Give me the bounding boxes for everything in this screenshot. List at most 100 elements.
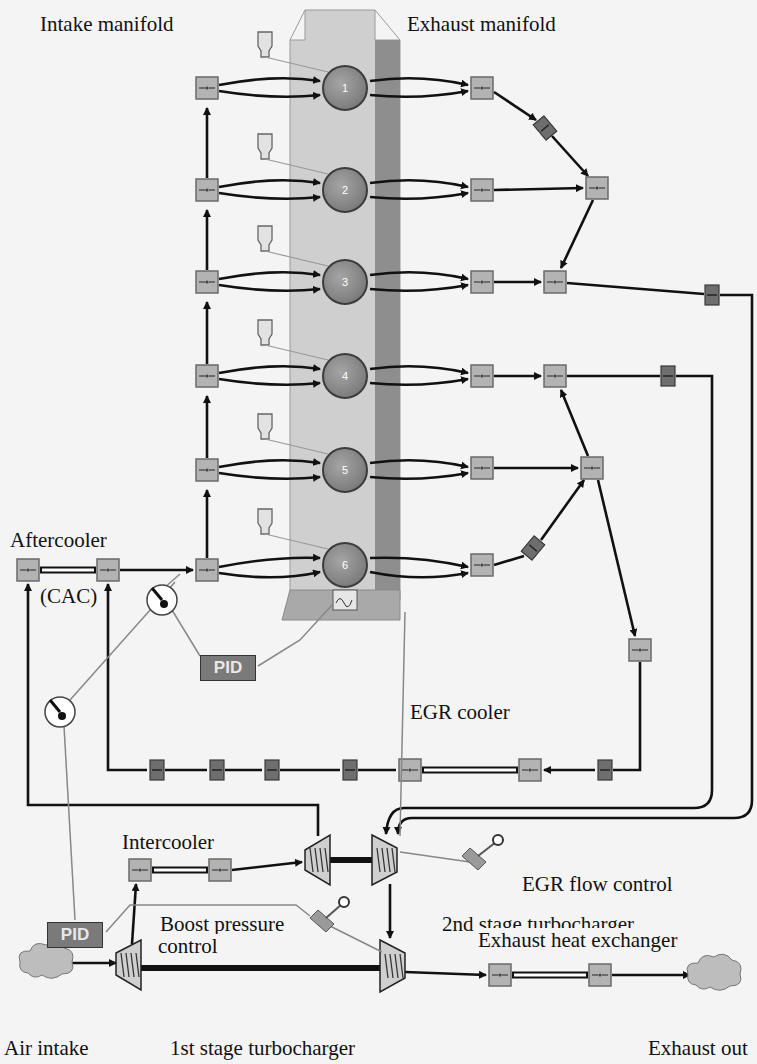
label-text: EGR cooler xyxy=(408,700,512,724)
drawing-part xyxy=(687,954,741,990)
drawing-part xyxy=(598,480,635,636)
drawing-part xyxy=(160,600,168,608)
label-text: Exhaust manifold xyxy=(405,12,558,36)
blade-stroke xyxy=(136,953,139,977)
part-label: EGR cooler xyxy=(408,700,512,724)
blade-stroke xyxy=(131,953,134,977)
pipe-junction xyxy=(521,536,545,560)
pipe-junction xyxy=(661,366,675,386)
exhaust-runner xyxy=(370,558,468,567)
pipe-junction xyxy=(519,759,541,781)
pipe-junction xyxy=(196,559,218,581)
intake-runner xyxy=(219,91,320,97)
drawing-part xyxy=(613,662,640,770)
drawing-part xyxy=(330,926,382,952)
drawing-part xyxy=(494,92,536,120)
drawing-part xyxy=(147,585,177,615)
intake-runner xyxy=(219,272,320,279)
drawing-part xyxy=(326,842,496,918)
leader-line xyxy=(265,345,328,360)
drawing-part xyxy=(494,467,578,470)
drawing-part xyxy=(612,974,690,977)
pipe-junction xyxy=(581,457,603,479)
node-text: 6 xyxy=(342,559,348,571)
pipe-junction xyxy=(544,365,566,387)
drawing-part xyxy=(494,375,541,378)
blade-stroke xyxy=(310,848,313,872)
drawing-part xyxy=(375,40,400,600)
drawing-part xyxy=(58,712,66,720)
drawing-part xyxy=(493,835,503,845)
injector-symbol xyxy=(258,509,272,534)
pipe-junction xyxy=(471,554,493,576)
blade-stroke xyxy=(315,848,318,872)
pipe-junction xyxy=(471,271,493,293)
part-label: Air intake xyxy=(2,1036,91,1060)
part-label: (CAC) xyxy=(38,584,99,608)
drawing-part xyxy=(172,610,200,656)
drawing-part xyxy=(358,769,396,772)
node-text: PID xyxy=(214,658,242,678)
part-label: Exhaust manifold xyxy=(405,12,558,36)
pipe-junction xyxy=(471,457,493,479)
blade-stroke xyxy=(395,954,398,978)
drawing-part xyxy=(290,10,400,40)
label-text: (CAC) xyxy=(38,584,99,608)
exhaust-runner xyxy=(370,379,468,385)
drawing-part xyxy=(372,835,397,885)
pipe-junction xyxy=(196,365,218,387)
label-text: Exhaust out xyxy=(646,1036,750,1060)
cylinder: 3 xyxy=(322,259,368,305)
intake-runner xyxy=(219,180,320,187)
intake-runner xyxy=(219,558,320,567)
exhaust-runner xyxy=(370,272,468,279)
cylinder: 4 xyxy=(322,353,368,399)
node-text: PID xyxy=(61,925,89,945)
drawing-part xyxy=(165,769,207,772)
drawing-part xyxy=(514,974,586,977)
drawing-part xyxy=(50,700,60,712)
drawing-part xyxy=(400,852,470,862)
blade-stroke xyxy=(400,954,403,978)
pipe-junction xyxy=(589,964,611,986)
drawing-part xyxy=(336,599,352,607)
drawing-part xyxy=(258,604,333,666)
label-text: Intake manifold xyxy=(38,12,176,36)
pipe-junction xyxy=(471,179,493,201)
node-text: 2 xyxy=(342,184,348,196)
drawing-part xyxy=(219,78,468,577)
intake-runner xyxy=(219,366,320,373)
part-label: EGR flow control xyxy=(520,872,674,896)
drawing-part xyxy=(40,567,96,574)
drawing-part xyxy=(28,92,752,975)
leader-line xyxy=(265,534,328,549)
pipe-junction xyxy=(265,760,279,780)
drawing-part xyxy=(280,769,340,772)
node-text: 1 xyxy=(342,82,348,94)
blade-stroke xyxy=(392,848,395,872)
drawing-part xyxy=(512,972,588,979)
pipe-junction xyxy=(544,271,566,293)
pipe-junction xyxy=(489,964,511,986)
drawing-part xyxy=(462,848,486,870)
intake-runner xyxy=(219,379,320,385)
label-text: Air intake xyxy=(2,1036,91,1060)
blade-stroke xyxy=(325,848,328,872)
blade-stroke xyxy=(121,953,124,977)
pipe-junction xyxy=(343,760,357,780)
pipe-junction xyxy=(196,271,218,293)
pipe-junction xyxy=(705,285,719,305)
leader-line xyxy=(265,159,328,174)
drawing-part xyxy=(132,884,136,944)
drawing-part xyxy=(424,769,516,772)
exhaust-runner xyxy=(370,91,468,97)
injector-symbol xyxy=(258,32,272,57)
pipe-junction xyxy=(533,116,557,140)
drawing-part xyxy=(339,897,349,907)
pipe-junction xyxy=(196,179,218,201)
drawing-part xyxy=(567,283,704,294)
drawing-part xyxy=(561,200,593,268)
